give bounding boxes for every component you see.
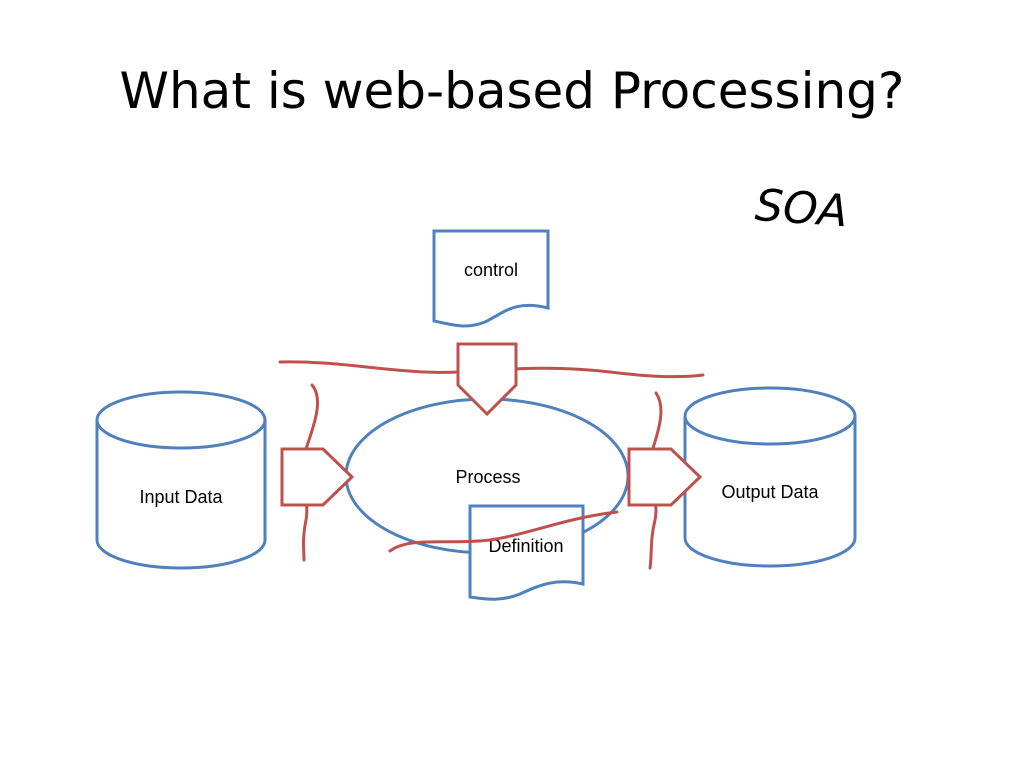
output-data-cylinder: Output Data [683,386,857,568]
output-data-label: Output Data [721,482,819,502]
input-data-label: Input Data [139,487,223,507]
process-label: Process [455,467,520,487]
bottom-interface-line [388,510,619,553]
definition-document: Definition [468,504,585,601]
input-data-cylinder: Input Data [95,390,267,570]
definition-label: Definition [488,536,563,556]
control-connector-arrow [456,342,518,417]
slide-title: What is web-based Processing? [119,62,905,120]
connector-arrows [280,342,703,507]
output-connector-arrow [627,447,703,507]
control-document: control [432,229,550,328]
control-label: control [464,260,518,280]
input-connector-arrow [280,447,355,507]
